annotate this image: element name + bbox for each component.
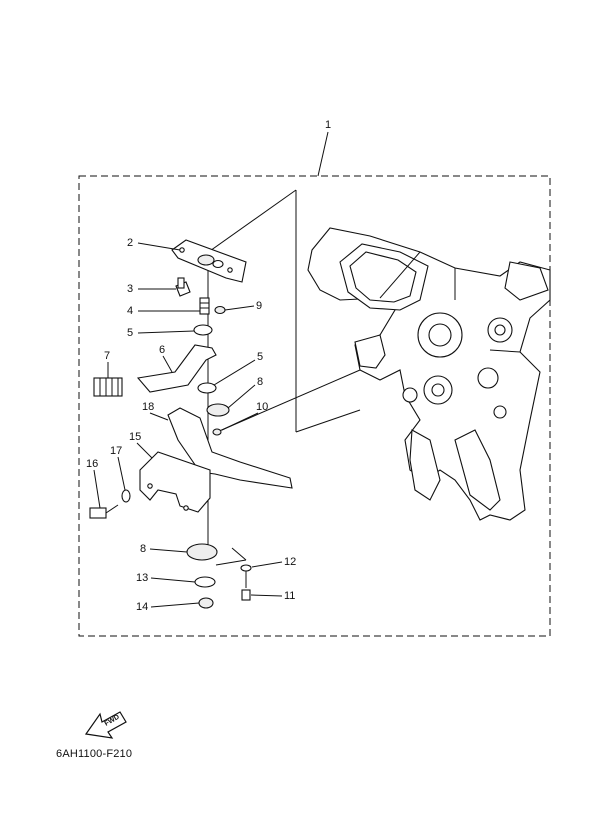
- part-14-nut: [198, 597, 214, 609]
- svg-text:3: 3: [127, 283, 133, 295]
- callout-5-lower: 5: [213, 351, 263, 386]
- part-16-bolt: [89, 504, 119, 519]
- svg-text:6: 6: [159, 344, 165, 356]
- callout-13: 13: [136, 572, 196, 584]
- svg-text:12: 12: [284, 556, 296, 568]
- svg-text:4: 4: [127, 305, 133, 317]
- svg-text:18: 18: [142, 401, 154, 413]
- svg-text:11: 11: [284, 590, 295, 602]
- svg-text:13: 13: [136, 572, 148, 584]
- svg-text:17: 17: [110, 445, 122, 457]
- svg-text:16: 16: [86, 458, 98, 470]
- callout-11: 11: [250, 590, 295, 602]
- svg-text:9: 9: [256, 300, 262, 312]
- part-4-stud: [199, 297, 210, 315]
- callout-4: 4: [127, 305, 200, 317]
- part-13-washer: [194, 576, 216, 588]
- callout-5-upper: 5: [127, 327, 195, 339]
- callout-2: 2: [127, 237, 181, 251]
- part-12-washer: [240, 564, 252, 572]
- svg-text:5: 5: [127, 327, 133, 339]
- callout-16: 16: [86, 458, 101, 509]
- assembly-frame: [78, 175, 551, 637]
- svg-text:14: 14: [136, 601, 148, 613]
- callout-9: 9: [224, 300, 262, 312]
- part-8-collar-upper: [206, 403, 230, 417]
- part-7-spring: [93, 377, 123, 397]
- callout-7: 7: [104, 350, 110, 378]
- svg-text:15: 15: [129, 431, 141, 443]
- part-11-screw: [241, 589, 251, 601]
- part-8-collar-lower: [186, 543, 218, 561]
- callout-8-upper: 8: [227, 376, 263, 409]
- callout-1-leader: [317, 131, 329, 177]
- callout-17: 17: [110, 445, 126, 491]
- svg-text:8: 8: [140, 543, 146, 555]
- engine-bracket-body: [307, 227, 551, 521]
- callout-8-lower: 8: [140, 543, 188, 555]
- part-17-washer: [121, 489, 131, 503]
- fwd-arrow-icon: FWD: [84, 711, 127, 739]
- callout-12: 12: [251, 556, 296, 568]
- callout-14: 14: [136, 601, 200, 613]
- svg-text:8: 8: [257, 376, 263, 388]
- diagram-code: 6AH1100-F210: [56, 748, 133, 760]
- part-5-washer-lower: [197, 382, 217, 394]
- callout-3: 3: [127, 283, 176, 295]
- callout-15: 15: [129, 431, 153, 459]
- svg-text:7: 7: [104, 350, 110, 362]
- svg-text:10: 10: [256, 401, 268, 413]
- svg-text:5: 5: [257, 351, 263, 363]
- part-3-bolt: [175, 277, 191, 297]
- callout-10: 10: [221, 401, 268, 431]
- part-2-plate: [171, 239, 247, 283]
- part-9-nut: [214, 305, 226, 315]
- callout-6: 6: [159, 344, 173, 373]
- part-15-bracket: [139, 451, 211, 513]
- part-6-lever: [136, 344, 217, 393]
- part-10-nut: [212, 428, 222, 436]
- callout-1: 1: [325, 119, 331, 131]
- svg-text:2: 2: [127, 237, 133, 249]
- part-5-washer-upper: [193, 324, 213, 336]
- callout-18: 18: [142, 401, 169, 421]
